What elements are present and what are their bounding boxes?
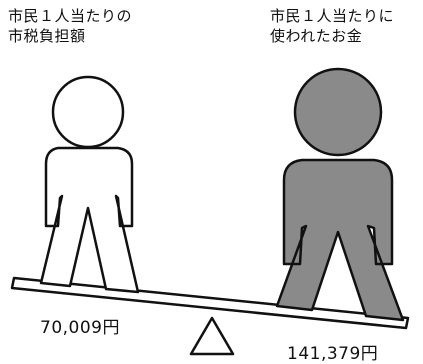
fulcrum-triangle [189, 316, 235, 356]
left-person-figure [39, 75, 140, 294]
right-caption: 市民１人当たりに 使われたお金 [270, 6, 394, 46]
right-person-figure [275, 67, 405, 322]
left-caption-line1: 市民１人当たりの [8, 7, 133, 25]
right-amount: 141,379円 [287, 344, 379, 364]
left-caption-line2: 市税負担額 [8, 27, 86, 45]
right-caption-line2: 使われたお金 [270, 27, 363, 45]
left-caption: 市民１人当たりの 市税負担額 [8, 6, 132, 46]
right-caption-line1: 市民１人当たりに [270, 7, 395, 25]
left-amount: 70,009円 [40, 318, 120, 338]
